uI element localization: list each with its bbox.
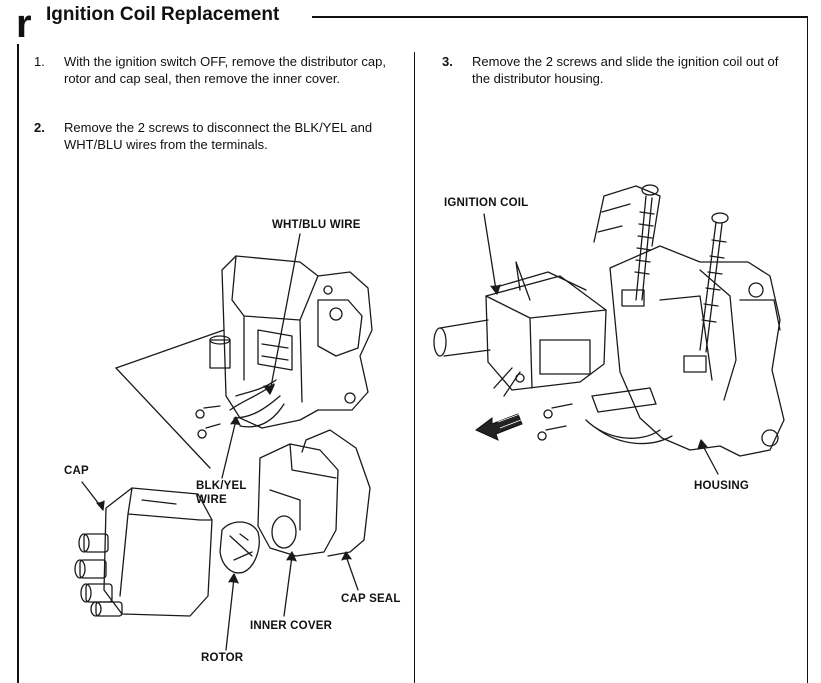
housing-drawing xyxy=(594,186,784,456)
label-rotor: ROTOR xyxy=(201,652,244,664)
ignition-coil-drawing xyxy=(434,272,606,396)
leader-wht-blu xyxy=(270,234,300,392)
label-blk-yel-line1: BLK/YEL xyxy=(196,480,247,492)
distributor-cap-drawing xyxy=(75,488,212,616)
label-ignition-coil: IGNITION COIL xyxy=(444,197,529,209)
cap-seal-drawing xyxy=(302,430,370,556)
step-3: 3. Remove the 2 screws and slide the ign… xyxy=(442,54,798,90)
step-2: 2. Remove the 2 screws to disconnect the… xyxy=(34,120,386,156)
label-inner-cover: INNER COVER xyxy=(250,620,333,632)
inner-cover-drawing xyxy=(258,444,338,556)
distributor-assembly-drawing xyxy=(196,256,372,438)
label-housing: HOUSING xyxy=(694,480,750,492)
label-cap: CAP xyxy=(64,465,89,477)
step-3-text: Remove the 2 screws and slide the igniti… xyxy=(472,54,779,86)
label-cap-seal: CAP SEAL xyxy=(341,593,401,605)
step-2-text: Remove the 2 screws to disconnect the BL… xyxy=(64,120,373,152)
page-border-left xyxy=(17,44,19,683)
section-mark: r xyxy=(16,2,32,46)
step-1-number: 1. xyxy=(34,54,45,69)
label-blk-yel-line2: WIRE xyxy=(196,494,227,506)
step-2-number: 2. xyxy=(34,120,45,135)
step-3-number: 3. xyxy=(442,54,453,69)
step-1: 1. With the ignition switch OFF, remove … xyxy=(34,54,386,106)
page-border-right xyxy=(807,16,808,683)
page-title: Ignition Coil Replacement xyxy=(46,4,280,25)
slide-direction-arrow-icon xyxy=(476,414,522,440)
column-divider xyxy=(414,52,415,683)
label-wht-blu-wire: WHT/BLU WIRE xyxy=(272,219,361,231)
title-rule xyxy=(312,16,808,18)
rotor-drawing xyxy=(220,522,259,573)
long-screws-drawing xyxy=(622,185,728,372)
step-1-text: With the ignition switch OFF, remove the… xyxy=(64,54,386,86)
